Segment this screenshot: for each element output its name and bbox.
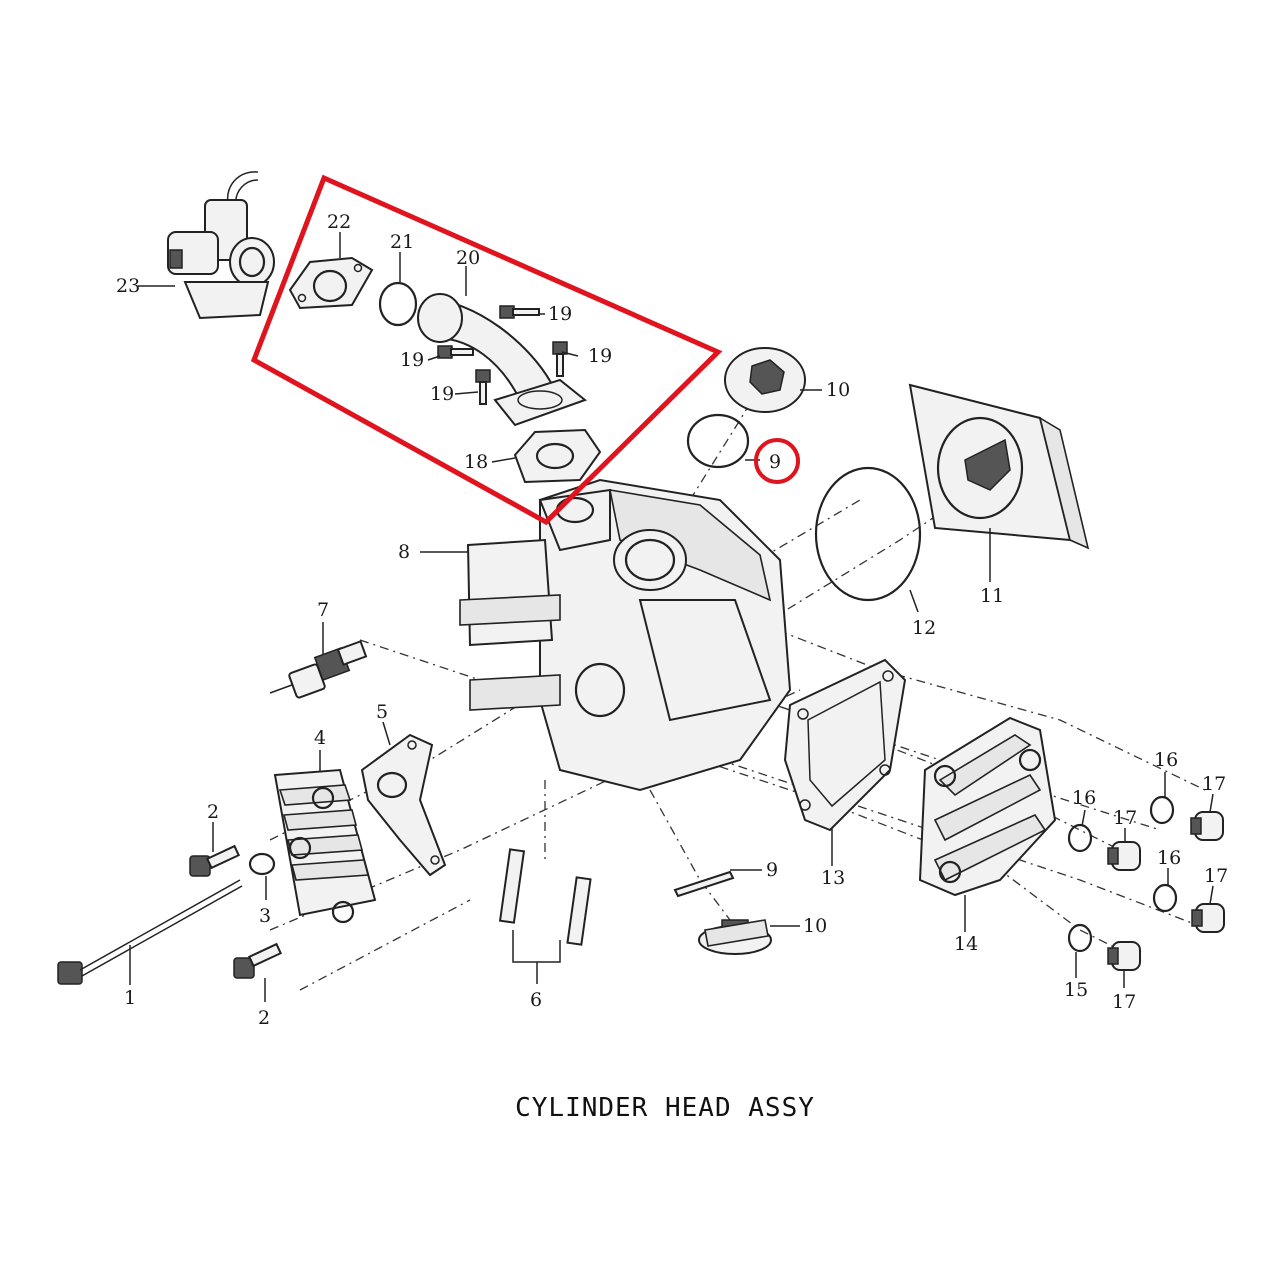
diagram-caption: CYLINDER HEAD ASSY [515, 1093, 815, 1123]
callout-17a: 17 [1202, 773, 1226, 795]
intake-bolt-part [437, 345, 474, 359]
callout-16a: 16 [1154, 749, 1178, 771]
intake-bolt-part [499, 305, 540, 319]
intake-group-highlight [250, 174, 800, 526]
callout-19d: 19 [430, 383, 454, 405]
leader-lines [129, 232, 1214, 1002]
washer-15-part [1067, 923, 1093, 953]
callout-labels: 23 22 21 20 19 19 19 19 18 10 9 8 7 12 1… [116, 211, 1228, 1029]
callout-23: 23 [116, 275, 140, 297]
dowel-pin-part [673, 870, 735, 898]
callout-17b: 17 [1113, 807, 1137, 829]
callout-21: 21 [390, 231, 414, 253]
intake-pipe-gasket-part [513, 428, 602, 484]
callout-19b: 19 [400, 349, 424, 371]
callout-2-top: 2 [207, 801, 219, 823]
intake-bolt-part [475, 369, 491, 405]
long-stud-bolt-part [57, 879, 243, 985]
callout-12: 12 [912, 617, 936, 639]
callout-18: 18 [464, 451, 488, 473]
callout-19c: 19 [588, 345, 612, 367]
washer-16-part [1067, 823, 1093, 853]
callout-6: 6 [530, 989, 542, 1011]
cap-nut-part [1107, 941, 1141, 971]
tappet-o-ring-top-part [686, 413, 750, 469]
intake-o-ring-part [378, 281, 418, 327]
callout-14: 14 [954, 933, 978, 955]
callout-11: 11 [980, 585, 1004, 607]
callout-10-bottom: 10 [803, 915, 827, 937]
callout-7: 7 [317, 599, 329, 621]
intake-bolts-group [437, 305, 568, 405]
insulator-gasket-part [288, 256, 374, 310]
intake-manifold-part [417, 293, 588, 427]
cap-nut-part [1190, 811, 1224, 841]
callout-17d: 17 [1112, 991, 1136, 1013]
callout-9-top: 9 [769, 451, 781, 473]
flange-bolt-top-part [189, 844, 241, 877]
head-cover-gasket-left-part [360, 733, 447, 877]
cap-nut-part [1107, 841, 1141, 871]
head-cover-gasket-right-part [783, 658, 907, 832]
washers-and-nuts-group [1067, 795, 1225, 971]
callout-17c: 17 [1204, 865, 1228, 887]
callout-19a: 19 [548, 303, 572, 325]
side-cover-part [908, 383, 1090, 550]
tappet-cap-bottom-part [698, 919, 772, 955]
callout-10-top: 10 [826, 379, 850, 401]
head-cover-right-part [918, 716, 1057, 897]
callout-16b: 16 [1072, 787, 1096, 809]
cylinder-head-body [538, 478, 792, 792]
cam-chain-guide-part [459, 538, 561, 711]
washer-16-part [1149, 795, 1175, 825]
callout-15: 15 [1064, 979, 1088, 1001]
head-cover-left-part [273, 768, 377, 924]
callout-5: 5 [376, 701, 388, 723]
callout-20: 20 [456, 247, 480, 269]
washer-16-part [1152, 883, 1178, 913]
callout-13: 13 [821, 867, 845, 889]
callout-3: 3 [259, 905, 271, 927]
callout-8: 8 [398, 541, 410, 563]
callout-16c: 16 [1157, 847, 1181, 869]
carburetor-part [167, 171, 275, 320]
flange-bolt-bottom-part [233, 942, 283, 979]
callout-4: 4 [314, 727, 326, 749]
cylinder-studs-part [498, 848, 592, 946]
spark-plug-part [269, 640, 368, 699]
callout-1: 1 [124, 987, 136, 1009]
callout-9-bottom: 9 [766, 859, 778, 881]
callout-2-bottom: 2 [258, 1007, 270, 1029]
intake-bolt-part [552, 341, 568, 377]
callout-22: 22 [327, 211, 351, 233]
side-cover-gasket-part [814, 466, 922, 602]
tappet-cap-top-part [724, 347, 806, 413]
cap-nut-part [1191, 903, 1225, 933]
washer-part [248, 852, 276, 876]
